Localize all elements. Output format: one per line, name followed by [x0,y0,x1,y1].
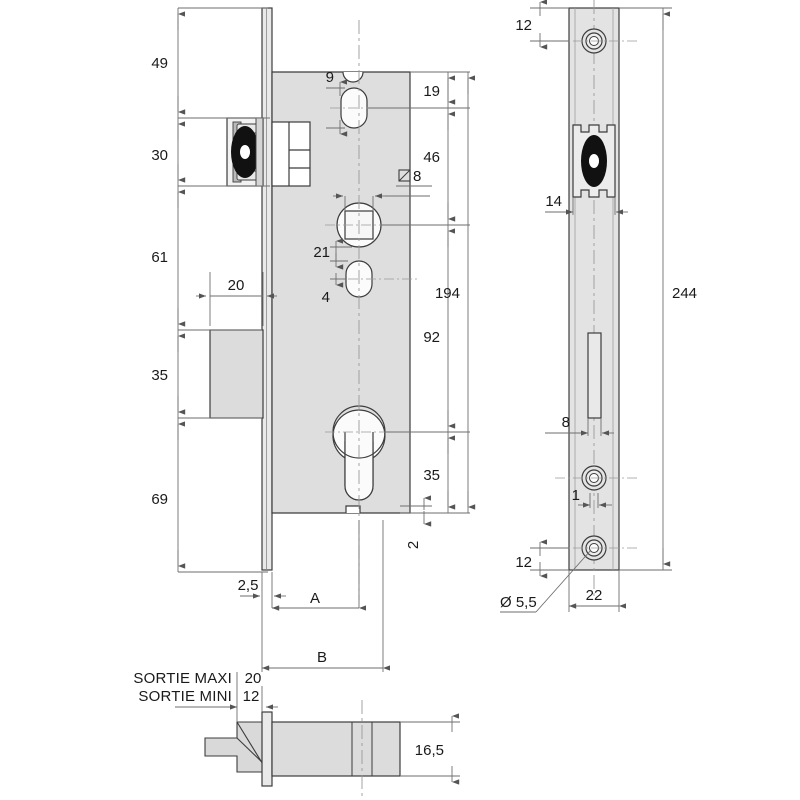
dim-2-5-label: 2,5 [238,577,259,594]
dim-side-12-top [530,0,569,50]
dim-left-35: 35 [151,367,168,384]
top-notch [342,71,364,83]
dim-right-19: 19 [423,83,440,100]
dim-12-bottom-label: 12 [515,554,532,571]
dim-8-label: 8 [413,168,421,185]
dim-side-12-bottom [530,539,569,579]
hole-note-leader [500,549,592,613]
dim-244 [619,7,672,571]
dim-8-side-label: 8 [562,414,570,431]
dim-left-69: 69 [151,491,168,508]
dim-14-label: 14 [545,193,562,210]
dim-16-5-label: 16,5 [415,742,444,759]
faceplate-strip [261,7,273,571]
side-view-faceplate: 12 14 8 1 [500,0,697,613]
left-dimension-chain [177,7,270,573]
dim-right-46: 46 [423,149,440,166]
sortie-dim-lines [175,672,278,722]
dim-2 [400,495,432,527]
bottom-dimension-group [240,520,391,672]
dim-4-label: 4 [322,289,330,306]
dim-194-label: 194 [435,285,460,302]
dim-B-label: B [317,649,327,666]
dim-21-label: 21 [313,244,330,261]
dim-left-61: 61 [151,249,168,266]
dim-21-4 [330,238,352,288]
dim-244-label: 244 [672,285,697,302]
bottom-view: SORTIE MAXI SORTIE MINI 20 12 16,5 [133,670,460,800]
dim-12-top-label: 12 [515,17,532,34]
dim-deadbolt-20 [196,272,277,326]
sortie-mini-value: 12 [243,688,260,705]
dim-side-1 [578,493,612,508]
square-symbol-icon [398,169,411,182]
dim-9-label: 9 [326,69,334,86]
sortie-mini-label: SORTIE MINI [138,688,232,705]
deadbolt [209,329,264,419]
hole-note-label: Ø 5,5 [500,594,537,611]
dim-left-30: 30 [151,147,168,164]
dim-left-49: 49 [151,55,168,72]
dim-22-label: 22 [586,587,603,604]
dim-right-35: 35 [423,467,440,484]
bottom-faceplate [261,711,273,787]
tongue-profile [204,721,265,773]
dim-side-8 [545,418,614,436]
front-view: 49 30 61 35 69 20 9 [151,7,476,672]
dim-side-22 [568,570,627,612]
deadbolt-slot [587,332,602,419]
right-dimension-chain [368,71,470,514]
dim-16-5 [400,713,460,785]
dim-20-label: 20 [228,277,245,294]
dim-square-8 [333,193,430,211]
dim-1-label: 1 [572,487,580,504]
dim-A-label: A [310,590,320,607]
dim-2-label: 2 [405,541,422,549]
bottom-notch [345,505,361,513]
latch-follower [271,121,311,187]
bottom-body [271,721,401,777]
sortie-maxi-value: 20 [245,670,262,687]
sortie-maxi-label: SORTIE MAXI [133,670,232,687]
dim-right-92: 92 [423,329,440,346]
dim-9 [326,79,348,137]
dim-side-14 [545,197,628,215]
